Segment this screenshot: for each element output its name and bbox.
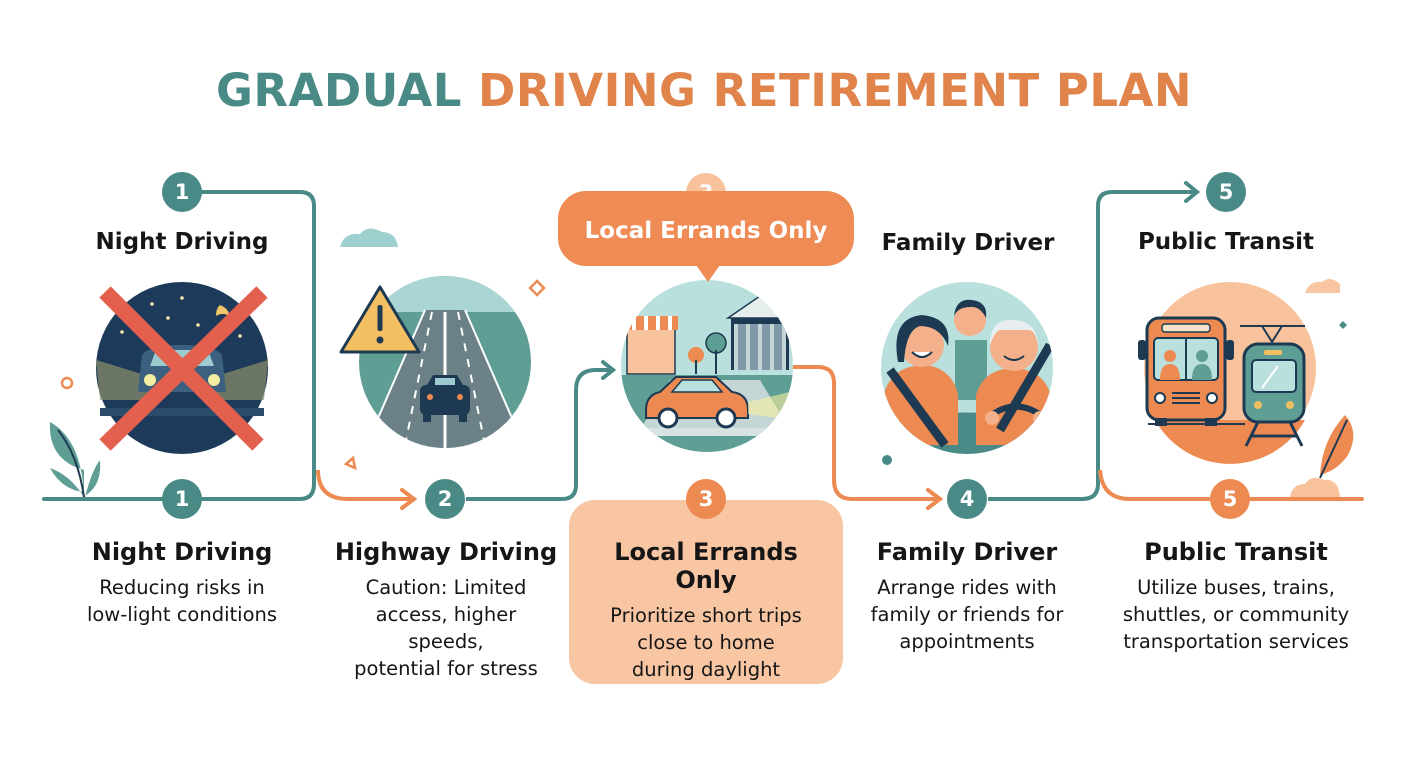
arrow-head-icon bbox=[601, 360, 617, 380]
step-2-details: Highway Driving Caution: Limited access,… bbox=[321, 538, 571, 682]
cloud-icon bbox=[1305, 278, 1340, 293]
title-part-gradual: GRADUAL bbox=[215, 64, 462, 117]
step-1-top-label: Night Driving bbox=[95, 229, 269, 255]
connector-4-5 bbox=[988, 190, 1195, 501]
family-driver-icon bbox=[881, 282, 1053, 454]
decor-dot-icon bbox=[882, 455, 892, 465]
step-1-details: Night Driving Reducing risks in low-ligh… bbox=[57, 538, 307, 628]
arrow-head-icon bbox=[1184, 181, 1201, 203]
step-3-heading: Local Errands Only bbox=[614, 538, 798, 594]
connector-3-4 bbox=[792, 365, 938, 501]
step-3-details: Local Errands Only Prioritize short trip… bbox=[581, 538, 831, 683]
step-1-heading: Night Driving bbox=[91, 538, 273, 566]
step-4-details: Family Driver Arrange rides with family … bbox=[842, 538, 1092, 655]
night-car-crossed-out-icon bbox=[96, 282, 268, 454]
connector-1-2 bbox=[316, 469, 412, 501]
decor-diamond-icon bbox=[1339, 321, 1347, 329]
step-4-heading: Family Driver bbox=[876, 538, 1058, 566]
decor-triangle-icon bbox=[343, 455, 357, 471]
step-2-badge: 2 bbox=[425, 479, 465, 519]
step-5-heading: Public Transit bbox=[1144, 538, 1328, 566]
connector-5-bottom bbox=[1098, 469, 1210, 501]
decor-diamond-icon bbox=[528, 279, 546, 297]
plant-icon bbox=[49, 422, 101, 498]
step-5-description: Utilize buses, trains, shuttles, or comm… bbox=[1122, 576, 1350, 653]
highway-warning-icon bbox=[339, 276, 531, 448]
step-5-top-label: Public Transit bbox=[1137, 229, 1315, 255]
step-5-top-badge: 5 bbox=[1206, 172, 1246, 212]
bus-and-tram-icon bbox=[1138, 282, 1316, 464]
step-5-badge: 5 bbox=[1210, 479, 1250, 519]
step-3-description: Prioritize short trips close to home dur… bbox=[610, 604, 802, 681]
step-5-details: Public Transit Utilize buses, trains, sh… bbox=[1104, 538, 1368, 655]
cloud-icon bbox=[340, 228, 398, 247]
step-3-callout-label: Local Errands Only bbox=[584, 217, 828, 244]
step-2-heading: Highway Driving bbox=[334, 538, 558, 566]
page-title: GRADUAL DRIVING RETIREMENT PLAN bbox=[0, 64, 1408, 117]
step-1-top-badge: 1 bbox=[162, 172, 202, 212]
title-part-plan: DRIVING RETIREMENT PLAN bbox=[478, 64, 1193, 117]
step-1-description: Reducing risks in low-light conditions bbox=[86, 576, 278, 626]
step-4-description: Arrange rides with family or friends for… bbox=[870, 576, 1064, 653]
step-4-top-label: Family Driver bbox=[881, 230, 1055, 256]
connector-1 bbox=[200, 190, 316, 501]
step-2-description: Caution: Limited access, higher speeds, … bbox=[354, 576, 538, 680]
local-errands-car-store-bank-icon bbox=[621, 280, 793, 452]
arrow-head-icon bbox=[926, 488, 944, 510]
step-3-badge: 3 bbox=[686, 479, 726, 519]
step-3-callout: Local Errands Only bbox=[558, 191, 854, 282]
arrow-head-icon bbox=[400, 488, 418, 510]
connector-2-3 bbox=[466, 368, 612, 501]
step-4-badge: 4 bbox=[947, 479, 987, 519]
step-1-badge: 1 bbox=[162, 479, 202, 519]
decor-ring-icon bbox=[60, 376, 74, 390]
step-3-highlight-box bbox=[569, 500, 843, 684]
autumn-leaf-icon bbox=[1290, 415, 1354, 497]
